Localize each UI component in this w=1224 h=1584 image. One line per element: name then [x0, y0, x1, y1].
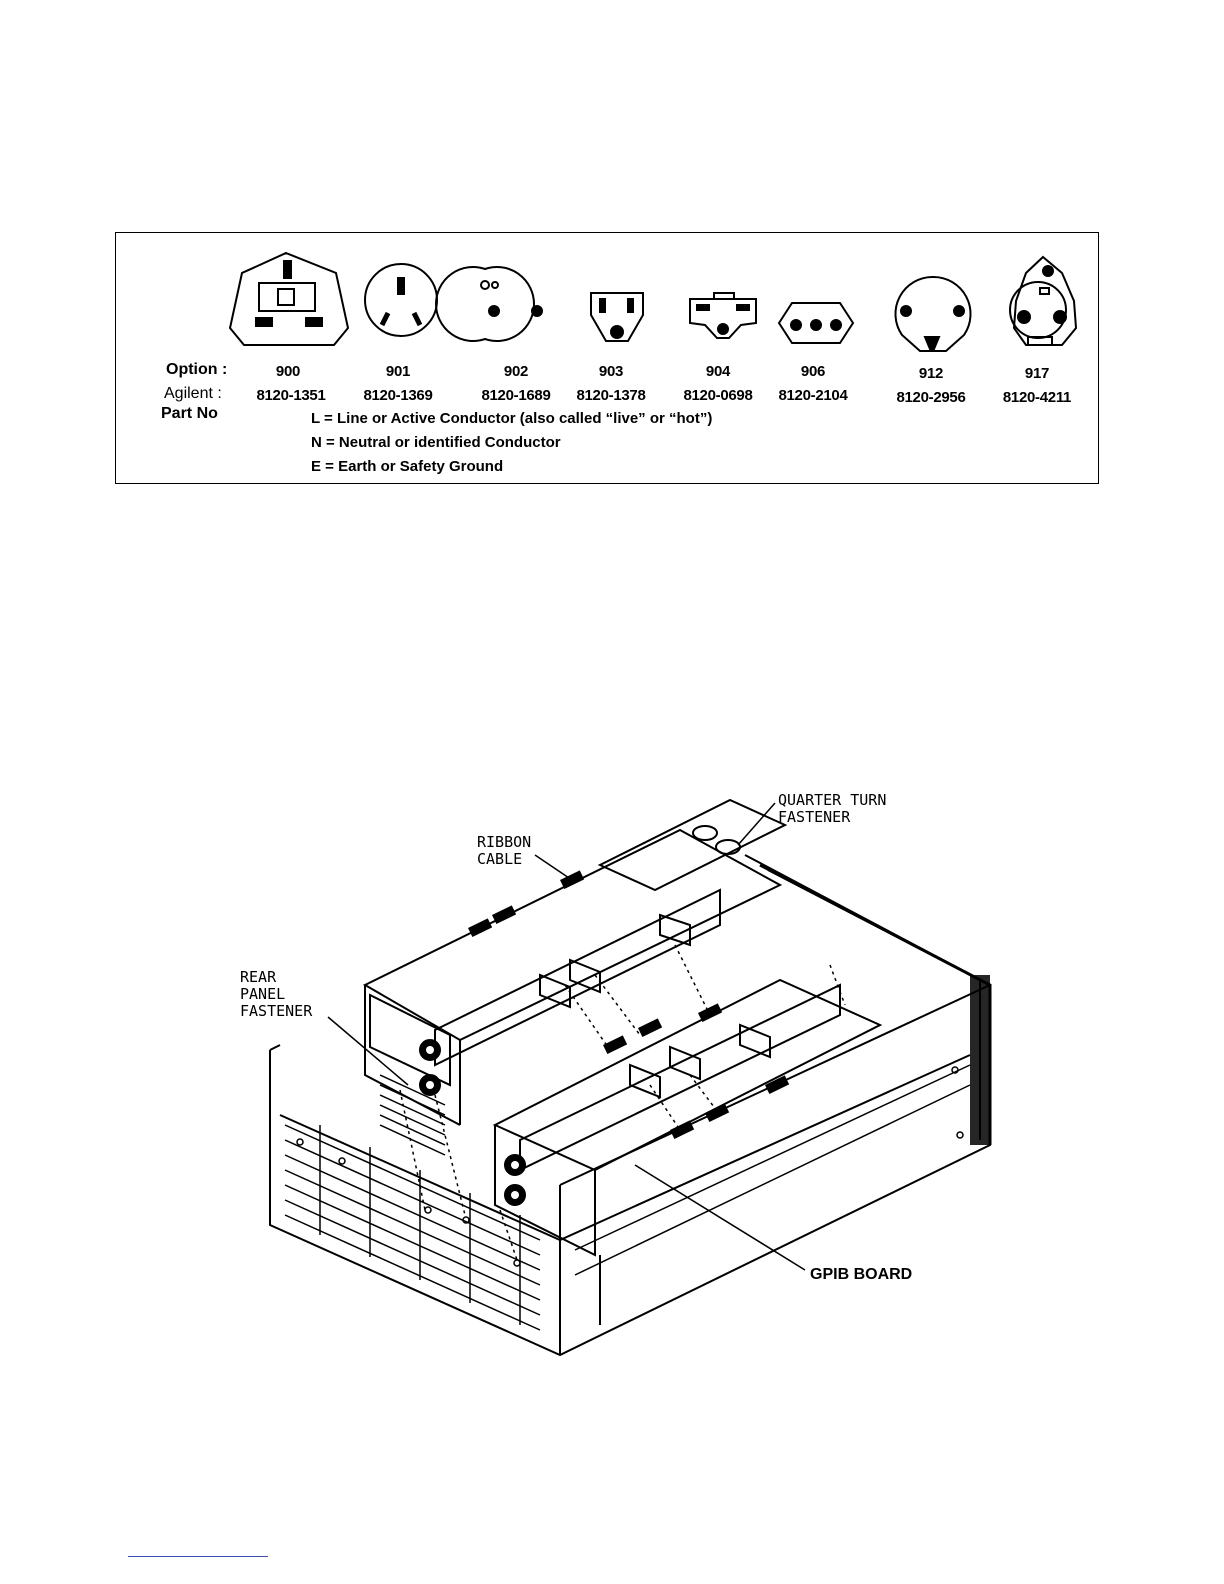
rear-panel-label-1: REAR — [240, 968, 277, 986]
legend-line-n: N = Neutral or identified Conductor — [311, 434, 561, 451]
option-912: 912 — [918, 365, 944, 382]
assembly-drawing: QUARTER TURN FASTENER RIBBON CABLE REAR … — [240, 791, 992, 1357]
option-903: 903 — [598, 363, 624, 380]
option-900: 900 — [275, 363, 301, 380]
part-917: 8120-4211 — [1002, 389, 1072, 406]
rear-panel-label-2: PANEL — [240, 985, 285, 1003]
rear-panel-label-3: FASTENER — [240, 1002, 313, 1020]
legend-line-l: L = Line or Active Conductor (also calle… — [311, 410, 713, 427]
ribbon-cable-label-1: RIBBON — [477, 833, 531, 851]
part-904: 8120-0698 — [683, 387, 753, 404]
plug-906-icon — [777, 302, 855, 344]
option-902: 902 — [503, 363, 529, 380]
quarter-turn-label-2: FASTENER — [778, 808, 851, 826]
part-906: 8120-2104 — [778, 387, 848, 404]
agilent-row-label: Agilent : — [164, 385, 222, 402]
plug-options-table: Option : Agilent : Part No 900 901 902 9… — [115, 232, 1099, 484]
option-917: 917 — [1024, 365, 1050, 382]
part-900: 8120-1351 — [256, 387, 326, 404]
option-901: 901 — [385, 363, 411, 380]
plug-903-icon — [590, 292, 644, 342]
plug-drawings — [228, 251, 1078, 352]
plug-900-icon — [228, 251, 350, 346]
part-903: 8120-1378 — [576, 387, 646, 404]
power-supply-assembly-diagram: QUARTER TURN FASTENER RIBBON CABLE REAR … — [220, 785, 1010, 1365]
plug-917-icon — [1009, 255, 1078, 346]
ribbon-cable-label-2: CABLE — [477, 850, 522, 868]
option-906: 906 — [800, 363, 826, 380]
option-904: 904 — [705, 363, 731, 380]
part-no-row-label: Part No — [161, 405, 218, 422]
part-912: 8120-2956 — [896, 389, 966, 406]
plug-902-icon — [435, 266, 543, 342]
gpib-board-label: GPIB BOARD — [810, 1266, 912, 1283]
part-902: 8120-1689 — [481, 387, 551, 404]
legend-line-e: E = Earth or Safety Ground — [311, 458, 504, 475]
plug-901-icon — [364, 263, 438, 337]
option-row-label: Option : — [166, 361, 228, 378]
plug-904-icon — [689, 292, 757, 339]
quarter-turn-label-1: QUARTER TURN — [778, 791, 886, 809]
part-901: 8120-1369 — [363, 387, 433, 404]
footer-rule — [128, 1556, 268, 1557]
plug-912-icon — [894, 275, 972, 352]
